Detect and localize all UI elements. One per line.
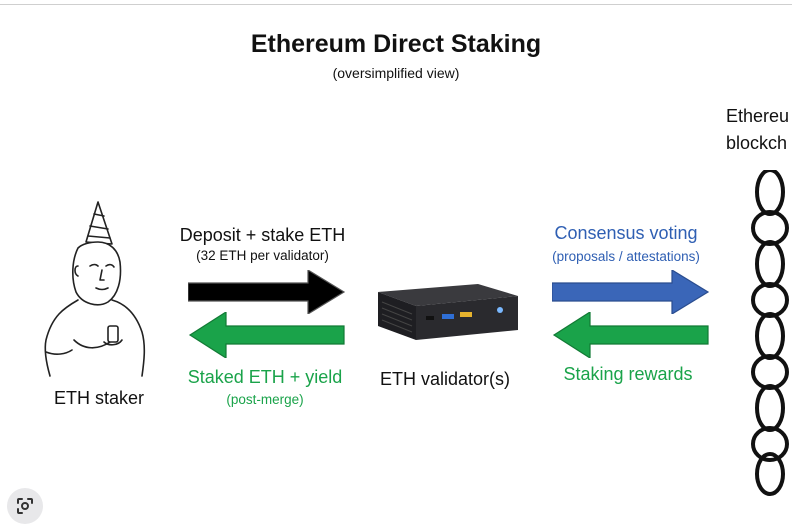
deposit-sublabel: (32 ETH per validator) [196, 248, 329, 263]
deposit-arrow [188, 270, 346, 314]
diagram-subtitle: (oversimplified view) [332, 65, 460, 81]
wojak-party-hat-icon [44, 201, 146, 377]
rewards-label: Staking rewards [563, 364, 693, 384]
staker-label: ETH staker [54, 388, 145, 408]
consensus-arrow [552, 270, 710, 314]
blockchain-label-line1: Ethereu [726, 106, 790, 126]
staked-yield-sublabel: (post-merge) [226, 392, 304, 407]
top-border [0, 4, 792, 5]
diagram-title: Ethereum Direct Staking [250, 30, 542, 58]
lens-search-icon [17, 498, 33, 514]
chain-links-icon [751, 170, 789, 496]
lens-search-button[interactable] [7, 488, 43, 524]
consensus-label: Consensus voting [554, 223, 698, 243]
mini-pc-icon [378, 284, 518, 340]
staked-yield-label: Staked ETH + yield [187, 367, 343, 387]
deposit-label: Deposit + stake ETH [179, 225, 346, 245]
consensus-sublabel: (proposals / attestations) [552, 249, 700, 264]
staked-yield-arrow [188, 312, 345, 358]
blockchain-label-line2: blockch [726, 133, 788, 153]
rewards-arrow [552, 312, 709, 358]
blockchain-label: Ethereu blockch [726, 103, 789, 157]
validator-label: ETH validator(s) [380, 369, 511, 389]
